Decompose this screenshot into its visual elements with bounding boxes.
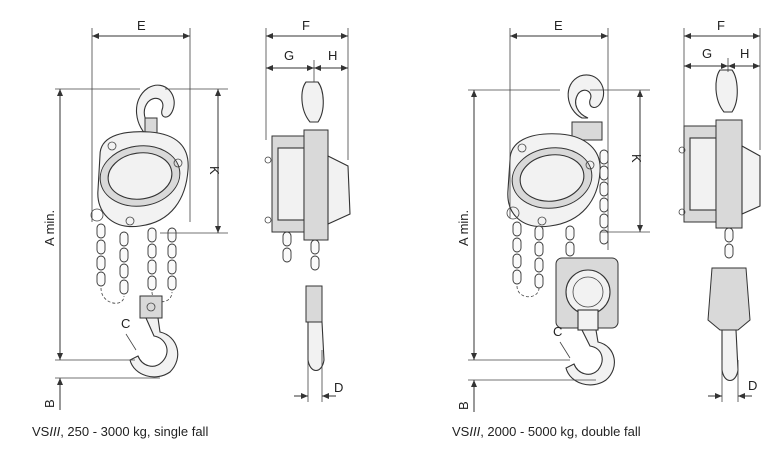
label-a-min: A min. (456, 210, 471, 246)
single-fall-hoist-side-view (264, 81, 351, 372)
label-d: D (748, 378, 757, 393)
double-fall-hoist-front-view (506, 74, 619, 386)
label-c: C (121, 316, 130, 331)
label-e: E (554, 18, 563, 33)
double-fall-labels: E F G H K A min. B C D (456, 18, 757, 410)
label-k: K (629, 154, 644, 163)
label-a-min: A min. (42, 210, 57, 246)
single-fall-hoist-front-view (90, 84, 189, 378)
label-h: H (328, 48, 337, 63)
label-g: G (284, 48, 294, 63)
caption-double-fall: VSIII, 2000 - 5000 kg, double fall (452, 424, 641, 439)
double-fall-hoist-side-view (678, 69, 761, 382)
label-e: E (137, 18, 146, 33)
label-g: G (702, 46, 712, 61)
label-d: D (334, 380, 343, 395)
label-h: H (740, 46, 749, 61)
label-f: F (302, 18, 310, 33)
single-fall-labels: E F G H K A min. B C D (42, 18, 343, 408)
double-fall-dimension-lines (468, 28, 761, 412)
label-b: B (456, 401, 471, 410)
single-fall-dimension-lines (55, 28, 349, 410)
label-f: F (717, 18, 725, 33)
caption-single-fall: VSIII, 250 - 3000 kg, single fall (32, 424, 209, 439)
label-k: K (207, 166, 222, 175)
label-b: B (42, 399, 57, 408)
label-c: C (553, 324, 562, 339)
